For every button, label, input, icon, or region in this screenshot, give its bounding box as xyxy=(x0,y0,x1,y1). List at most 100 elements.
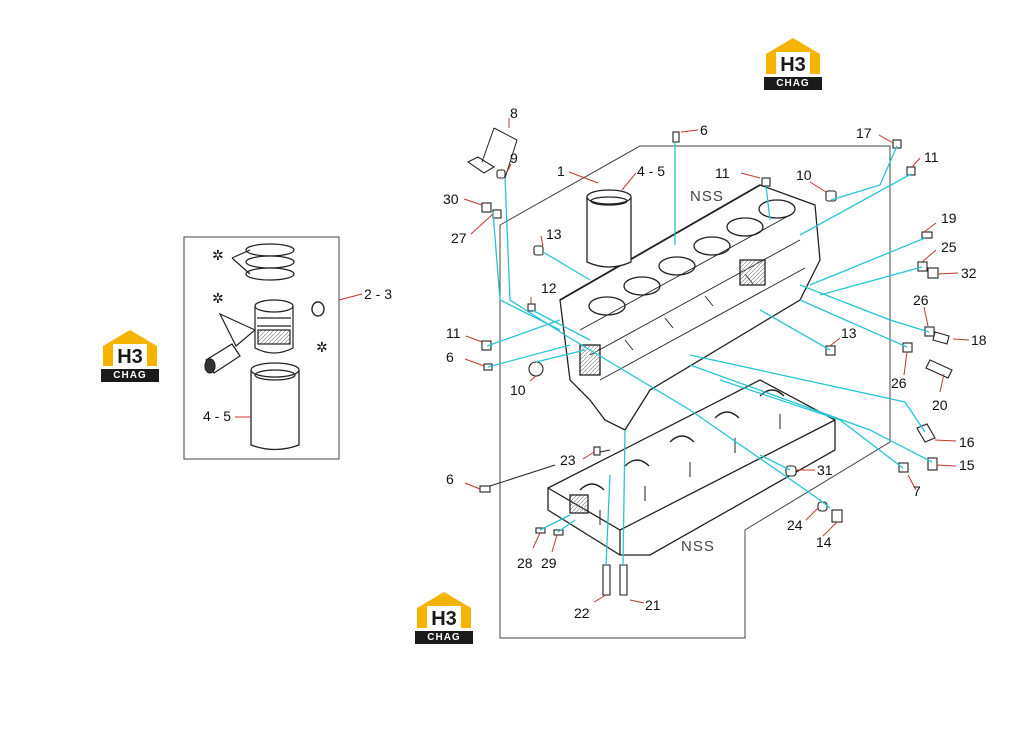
cyan-leader-lines xyxy=(486,142,933,566)
svg-text:H3: H3 xyxy=(431,608,457,630)
bolt-8 xyxy=(466,156,496,174)
bolt-18 xyxy=(932,331,950,345)
callout-15: 15 xyxy=(959,457,975,473)
callout-20: 20 xyxy=(932,397,948,413)
dowel-6-bottom xyxy=(479,485,491,493)
red-callout-ticks xyxy=(463,118,970,604)
washer-24 xyxy=(817,501,828,512)
plug-11-top xyxy=(761,177,771,187)
callout-10-top: 10 xyxy=(796,167,812,183)
callout-1: 1 xyxy=(557,163,565,179)
dowel-23 xyxy=(593,446,601,456)
callout-13-right: 13 xyxy=(841,325,857,341)
bolt-14 xyxy=(831,509,843,523)
brand-logo-bottom: H3 CHAG xyxy=(413,590,475,644)
snap-ring-drawing xyxy=(311,301,325,317)
callout-11-left: 11 xyxy=(446,325,461,341)
plug-7 xyxy=(898,462,909,473)
asterisk-marks: ✲ ✲ ✲ xyxy=(212,247,328,355)
callout-21: 21 xyxy=(645,597,661,613)
plug-31 xyxy=(785,465,797,477)
callout-29: 29 xyxy=(541,555,557,571)
inset-frame xyxy=(183,236,340,460)
piston-pin-drawing xyxy=(204,343,241,374)
callout-10-left: 10 xyxy=(510,382,526,398)
callout-27: 27 xyxy=(451,230,467,246)
callout-30: 30 xyxy=(443,191,459,207)
leader-2-3 xyxy=(338,293,363,301)
bolt-22 xyxy=(602,564,611,596)
callout-7: 7 xyxy=(913,483,921,499)
main-liner-drawing xyxy=(586,189,632,268)
plug-25 xyxy=(917,261,928,272)
bolt-21 xyxy=(619,564,628,596)
plug-32 xyxy=(927,267,939,279)
callout-11-top: 11 xyxy=(715,165,730,181)
pin-29 xyxy=(553,529,564,536)
plug-27 xyxy=(492,209,502,219)
logo-text: CHAG xyxy=(101,369,159,382)
callout-6-top: 6 xyxy=(700,122,708,138)
brand-logo-top-right: H3 CHAG xyxy=(762,36,824,90)
piston-drawing xyxy=(218,299,294,354)
callout-17: 17 xyxy=(856,125,872,141)
plug-11-left xyxy=(481,340,492,351)
assembly-frame xyxy=(499,145,891,639)
washer-26-top xyxy=(924,326,935,337)
dowel-6-top xyxy=(672,131,680,143)
callout-4-5-inset: 4 - 5 xyxy=(203,408,231,424)
nss-label-bottom: NSS xyxy=(681,538,715,555)
callout-18: 18 xyxy=(971,332,987,348)
callout-6-left: 6 xyxy=(446,349,454,365)
callout-24: 24 xyxy=(787,517,803,533)
plug-10-top xyxy=(825,190,837,202)
callout-13-left: 13 xyxy=(546,226,562,242)
bracket-16 xyxy=(916,423,936,443)
nss-label-top: NSS xyxy=(690,188,724,205)
logo-text: CHAG xyxy=(764,77,822,90)
piston-inset: ✲ ✲ ✲ 2 - 3 4 - 5 xyxy=(183,236,392,460)
bolt-15 xyxy=(927,457,938,471)
plug-11-right xyxy=(906,166,916,176)
brand-logo-left: H3 CHAG xyxy=(99,328,161,382)
black-leader-lines xyxy=(481,127,611,487)
callout-16: 16 xyxy=(959,434,975,450)
plug-13-left xyxy=(533,245,544,256)
callout-22: 22 xyxy=(574,605,590,621)
callout-31: 31 xyxy=(817,462,833,478)
plug-12 xyxy=(527,303,536,312)
callout-9: 9 xyxy=(510,150,518,166)
logo-house-icon: H3 xyxy=(766,38,820,76)
piston-rings-drawing xyxy=(231,243,295,281)
callout-19: 19 xyxy=(941,210,957,226)
sensor-20 xyxy=(925,359,953,379)
svg-text:✲: ✲ xyxy=(316,339,328,355)
callout-26-bottom: 26 xyxy=(891,375,907,391)
callout-32: 32 xyxy=(961,265,977,281)
plug-30 xyxy=(481,202,492,213)
callout-numbers: 8 9 30 27 1 4 - 5 6 11 10 17 11 13 12 19… xyxy=(443,105,987,621)
callout-11-right: 11 xyxy=(924,149,939,165)
callout-14: 14 xyxy=(816,534,832,550)
svg-text:H3: H3 xyxy=(780,54,806,76)
plug-17 xyxy=(892,139,902,149)
svg-text:✲: ✲ xyxy=(212,247,224,263)
washer-26-bottom xyxy=(902,342,913,353)
pin-28 xyxy=(535,527,546,534)
callout-8: 8 xyxy=(510,105,518,121)
pin-19 xyxy=(921,231,933,239)
callout-23: 23 xyxy=(560,452,576,468)
plug-10-left xyxy=(528,361,544,377)
cylinder-block-drawing xyxy=(559,184,821,431)
main-assembly: NSS NSS 8 9 30 27 1 4 - 5 6 11 10 17 11 … xyxy=(443,105,987,639)
callout-12: 12 xyxy=(541,280,557,296)
callout-26-top: 26 xyxy=(913,292,929,308)
small-parts-drawings xyxy=(466,131,953,596)
washer-9 xyxy=(496,169,506,179)
callout-2-3: 2 - 3 xyxy=(364,286,392,302)
svg-text:H3: H3 xyxy=(117,346,143,368)
callout-28: 28 xyxy=(517,555,533,571)
callout-4-5: 4 - 5 xyxy=(637,163,665,179)
